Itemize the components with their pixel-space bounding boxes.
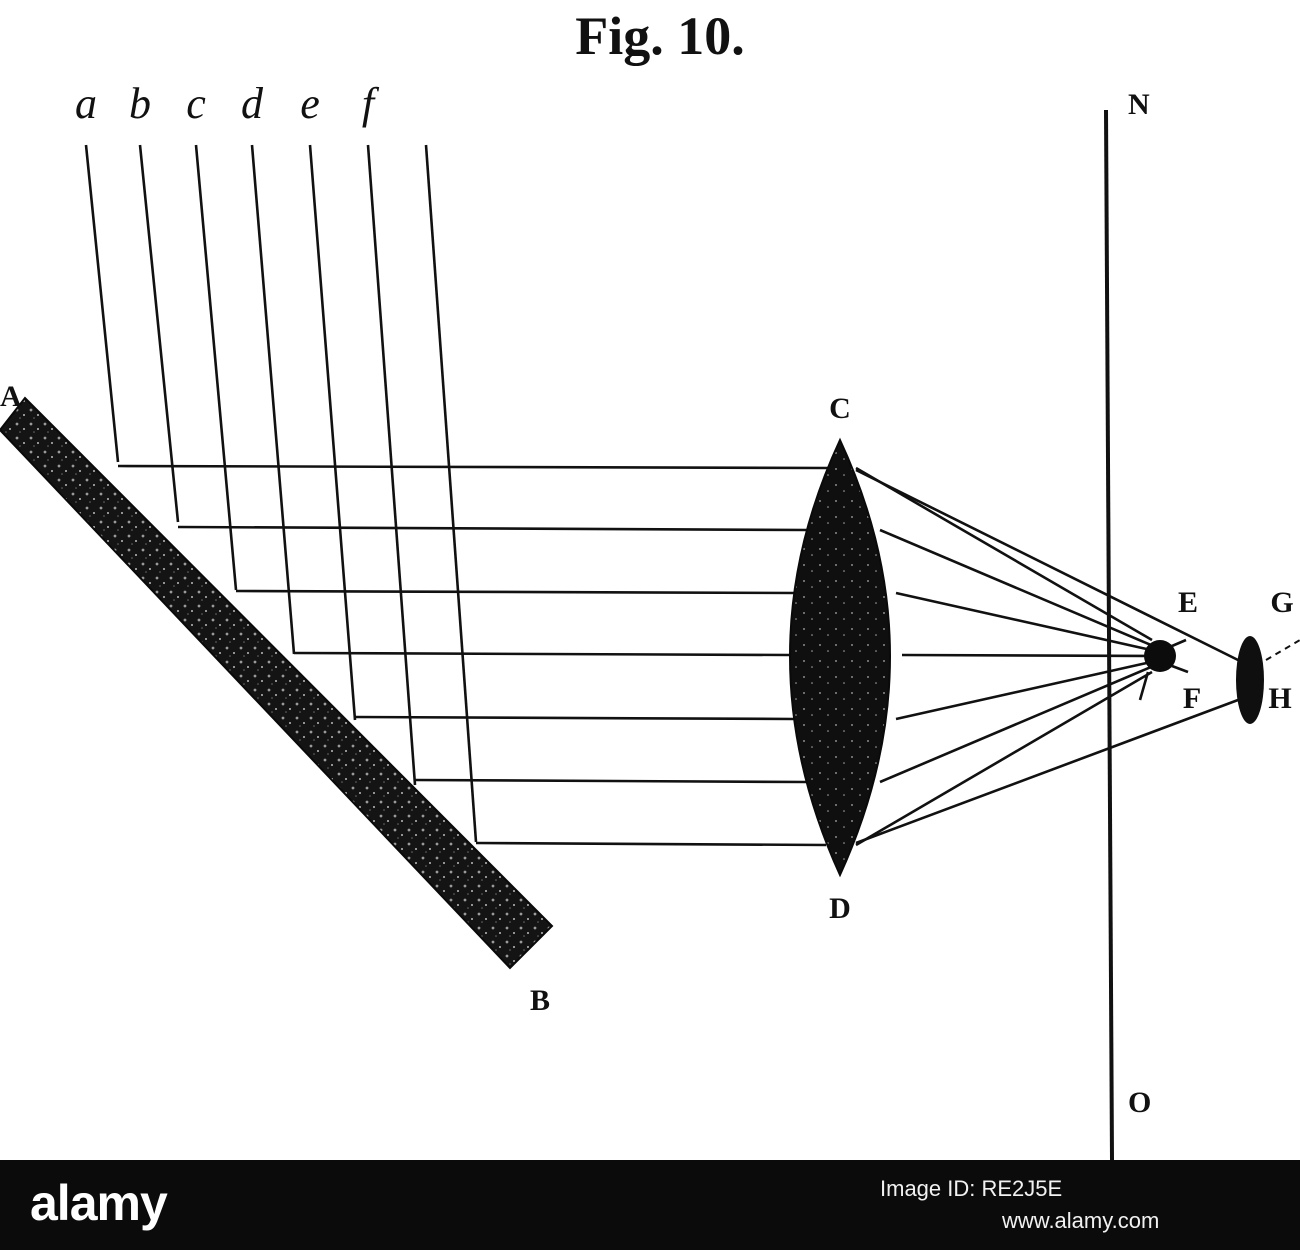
refracted-rays: [855, 466, 1239, 847]
figure-title: Fig. 10.: [575, 6, 745, 66]
incident-ray-f: [366, 144, 417, 786]
image-id-label: Image ID: RE2J5E: [880, 1176, 1063, 1201]
eye-ray-dashed: [1265, 639, 1300, 661]
incident-rays: [84, 144, 478, 843]
focus-spike-2: [1171, 664, 1189, 674]
focus-spike-1: [1171, 638, 1187, 648]
incident-ray-g: [424, 144, 478, 843]
label-o: O: [1128, 1086, 1151, 1119]
refracted-ray-2: [879, 528, 1159, 650]
label-g: G: [1270, 586, 1293, 619]
focus-spot: [1144, 640, 1176, 672]
screen-line: [1104, 109, 1114, 1160]
focal-image: [1138, 638, 1189, 701]
ray-label-c: c: [186, 79, 206, 128]
refracted-ray-3: [895, 591, 1161, 654]
incident-ray-a: [84, 144, 120, 463]
label-f: F: [1183, 682, 1201, 715]
reflected-rays: [117, 464, 829, 847]
reflected-ray-2: [177, 525, 809, 532]
convex-lens: [789, 437, 891, 878]
mirror: [0, 396, 554, 970]
diagram-canvas: Fig. 10. a b c d e f: [0, 6, 1300, 1160]
reflected-ray-4: [293, 651, 791, 657]
outer-ray-bottom: [855, 698, 1239, 845]
label-b-point: B: [530, 984, 550, 1017]
label-d: D: [829, 892, 851, 925]
label-n: N: [1128, 88, 1150, 121]
incident-ray-c: [194, 144, 238, 591]
ray-label-f: f: [362, 79, 380, 128]
ray-label-b: b: [129, 79, 151, 128]
incident-ray-b: [138, 144, 180, 523]
label-a-point: A: [0, 380, 22, 413]
incident-ray-e: [308, 144, 357, 721]
refracted-ray-7: [855, 670, 1153, 847]
stock-url: www.alamy.com: [1002, 1208, 1160, 1233]
refracted-ray-5: [895, 658, 1161, 721]
footer-bar: alamy Image ID: RE2J5E www.alamy.com: [0, 1160, 1300, 1250]
brand-logo: alamy: [30, 1175, 168, 1231]
reflected-ray-7: [475, 841, 827, 847]
ray-label-e: e: [300, 79, 320, 128]
refracted-ray-1: [855, 466, 1153, 642]
label-e: E: [1178, 586, 1198, 619]
ray-label-a: a: [75, 79, 97, 128]
reflected-ray-1: [117, 464, 829, 470]
ray-label-d: d: [241, 79, 264, 128]
reflected-ray-6: [414, 778, 807, 784]
reflected-ray-5: [354, 715, 795, 721]
ray-labels: a b c d e f: [75, 79, 380, 128]
label-c: C: [829, 392, 851, 425]
refracted-ray-6: [879, 662, 1159, 784]
outer-ray-top: [855, 468, 1239, 662]
eye-lens: [1236, 636, 1264, 724]
optical-diagram: Fig. 10. a b c d e f: [0, 6, 1300, 1160]
incident-ray-d: [250, 144, 296, 655]
focus-mark: [1138, 671, 1150, 701]
label-h: H: [1268, 682, 1291, 715]
refracted-ray-4: [901, 653, 1161, 658]
reflected-ray-3: [235, 589, 797, 595]
